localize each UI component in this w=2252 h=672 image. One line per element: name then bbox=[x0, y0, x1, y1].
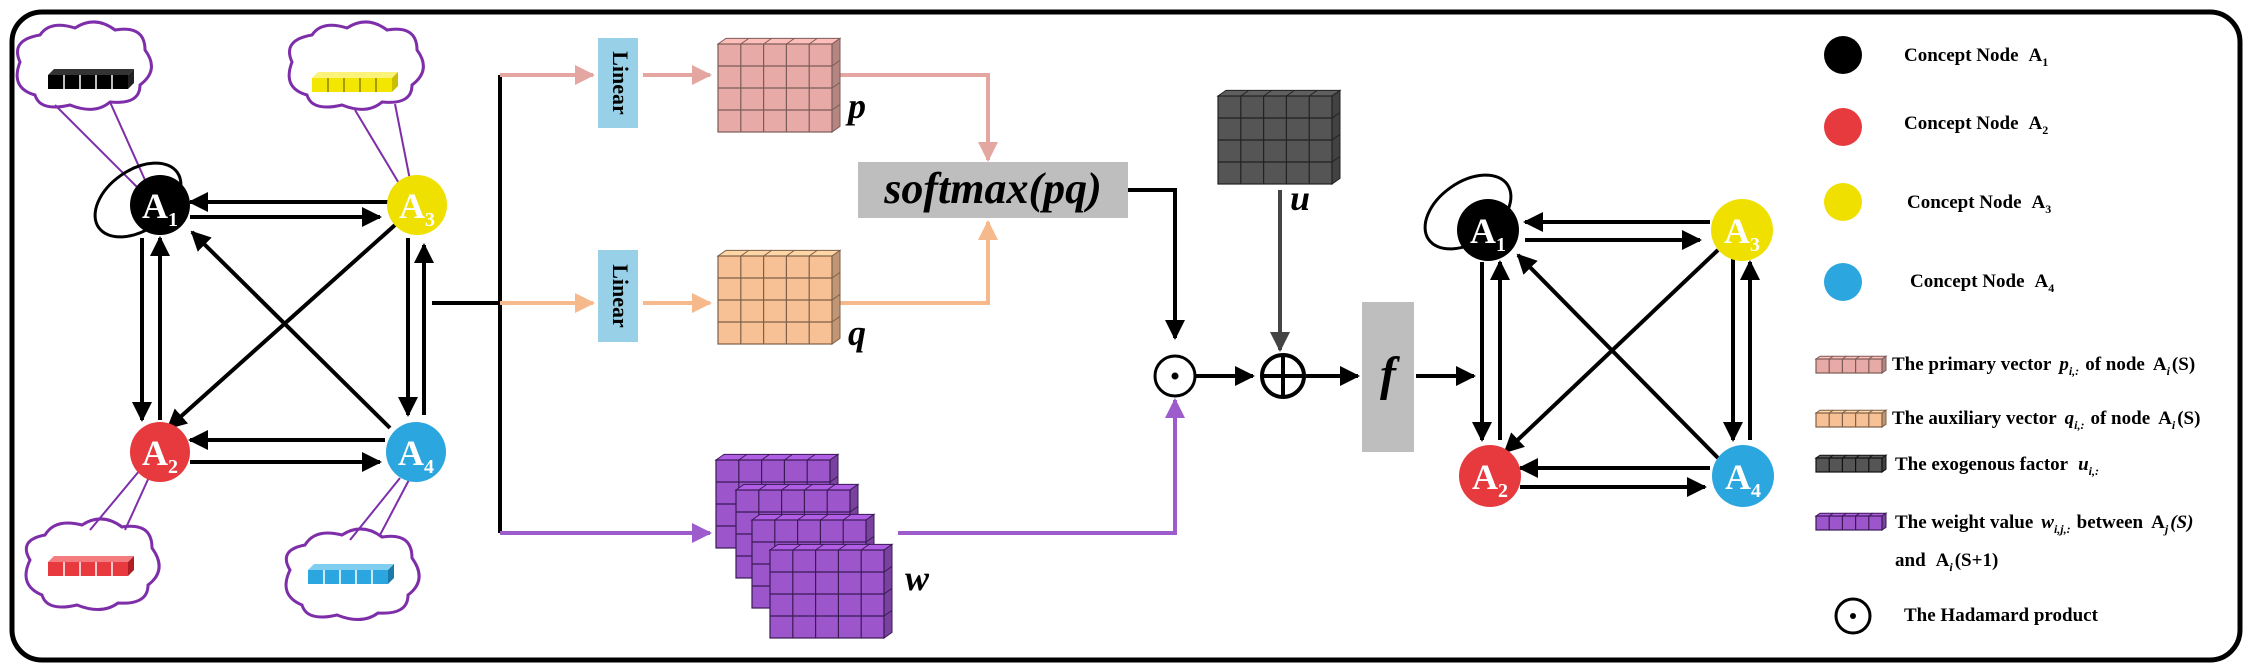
vector-a1 bbox=[48, 69, 134, 89]
q-cube bbox=[716, 249, 842, 345]
svg-text:A2: A2 bbox=[142, 433, 178, 478]
svg-text:softmax(pq): softmax(pq) bbox=[883, 164, 1102, 213]
linear-box-top: Linear bbox=[598, 38, 638, 128]
softmax-box: softmax(pq) bbox=[858, 162, 1128, 218]
legend-auxiliary-swatch bbox=[1814, 409, 1888, 428]
u-cube bbox=[1216, 89, 1342, 185]
w-cube-stack bbox=[714, 453, 894, 639]
left-node-a1: A1 bbox=[130, 175, 190, 235]
vector-a2 bbox=[48, 556, 134, 576]
left-graph: A1 A3 A2 A4 bbox=[15, 20, 447, 621]
left-node-a4: A4 bbox=[386, 422, 446, 482]
branch-lines bbox=[432, 65, 1476, 543]
svg-text:A3: A3 bbox=[399, 186, 435, 231]
svg-text:A2: A2 bbox=[1472, 457, 1508, 502]
legend-weight-swatch bbox=[1814, 512, 1888, 531]
symbol-w: w bbox=[905, 558, 930, 598]
legend-hadamard: The Hadamard product bbox=[1834, 597, 2099, 635]
right-node-a1: A1 bbox=[1457, 199, 1519, 261]
svg-text:A1: A1 bbox=[1470, 211, 1506, 256]
left-node-a2: A2 bbox=[130, 422, 190, 482]
right-node-a2: A2 bbox=[1459, 445, 1521, 507]
svg-text:A4: A4 bbox=[398, 433, 434, 478]
svg-text:f: f bbox=[1380, 348, 1400, 401]
linear-box-bottom: Linear bbox=[598, 250, 638, 342]
svg-text:A3: A3 bbox=[1724, 211, 1760, 256]
right-node-a4: A4 bbox=[1712, 445, 1774, 507]
vector-a4 bbox=[308, 564, 394, 584]
svg-text:Linear: Linear bbox=[608, 51, 633, 115]
f-box: f bbox=[1362, 302, 1414, 452]
legend-exogenous-swatch bbox=[1814, 454, 1888, 473]
legend-primary-swatch bbox=[1814, 355, 1888, 374]
p-cube bbox=[716, 37, 842, 133]
right-graph: A1 A3 A2 A4 bbox=[1423, 173, 1774, 507]
symbol-q: q bbox=[848, 313, 866, 353]
cloud-a3 bbox=[287, 20, 425, 111]
svg-text:Linear: Linear bbox=[608, 264, 633, 328]
vector-a3 bbox=[312, 72, 398, 92]
left-node-a3: A3 bbox=[387, 175, 447, 235]
plus-operator bbox=[1260, 353, 1306, 399]
svg-text:A1: A1 bbox=[142, 186, 178, 231]
right-node-a3: A3 bbox=[1711, 199, 1773, 261]
svg-text:The Hadamard product: The Hadamard product bbox=[1904, 605, 2099, 626]
hadamard-operator bbox=[1153, 354, 1197, 398]
cloud-a1 bbox=[15, 20, 153, 111]
left-edges bbox=[132, 192, 434, 472]
symbol-p: p bbox=[845, 86, 866, 126]
svg-text:A4: A4 bbox=[1725, 457, 1761, 502]
symbol-u: u bbox=[1290, 178, 1310, 218]
outer-frame bbox=[9, 9, 2243, 663]
